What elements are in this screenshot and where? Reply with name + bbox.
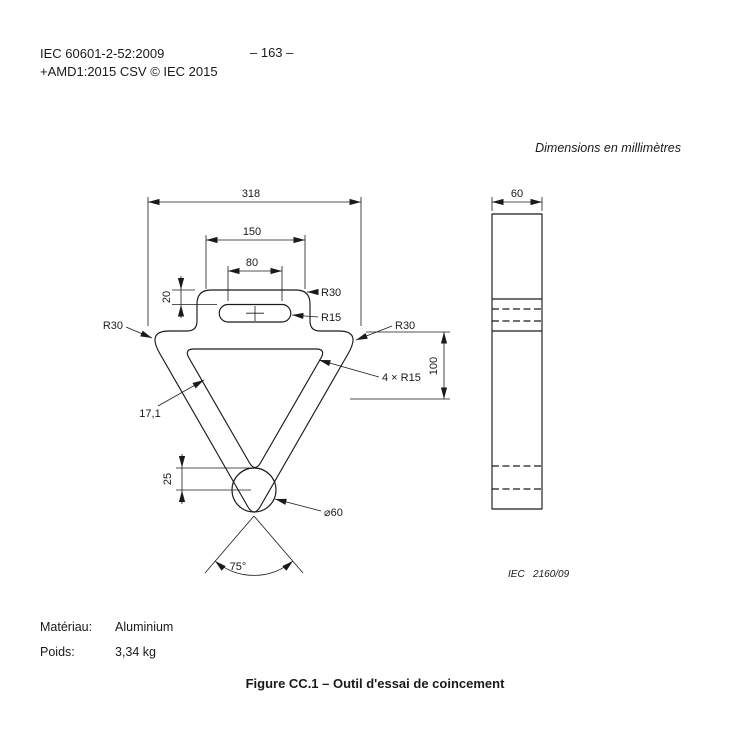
dim-handle-outer-label: 150 bbox=[243, 226, 261, 238]
doc-reference-line2: +AMD1:2015 CSV © IEC 2015 bbox=[40, 64, 218, 79]
handle-slot bbox=[218, 303, 292, 323]
dim-radius-slot: R15 bbox=[291, 312, 341, 324]
dim-thickness: 60 bbox=[491, 188, 543, 211]
dim-hole-diameter-label: ⌀60 bbox=[324, 507, 343, 519]
side-profile bbox=[491, 213, 543, 510]
dim-inner-fillets: 4 × R15 bbox=[318, 359, 421, 384]
dim-wall-thickness: 17,1 bbox=[139, 379, 205, 420]
dim-tip-offset: 25 bbox=[162, 454, 251, 504]
dim-slot-offset: 20 bbox=[161, 276, 217, 318]
dim-inner-fillets-label: 4 × R15 bbox=[382, 372, 421, 384]
material-value: Aluminium bbox=[115, 620, 174, 634]
slot-center-mark bbox=[246, 306, 264, 321]
dim-slot-offset-label: 20 bbox=[161, 291, 173, 303]
side-view bbox=[491, 213, 543, 510]
page-number: – 163 – bbox=[250, 45, 294, 60]
dim-tip-offset-label: 25 bbox=[162, 473, 174, 485]
dim-handle-outer: 150 bbox=[205, 226, 306, 289]
material-label: Matériau: bbox=[40, 620, 93, 634]
inner-cutout bbox=[186, 348, 324, 469]
dim-height-label: 100 bbox=[428, 357, 440, 375]
dim-overall-width-label: 318 bbox=[242, 188, 260, 200]
front-view bbox=[154, 289, 354, 513]
dim-radius-right-label: R30 bbox=[395, 320, 415, 332]
outer-contour bbox=[154, 289, 354, 513]
weight-value: 3,34 kg bbox=[115, 645, 157, 659]
dim-overall-width: 318 bbox=[147, 188, 362, 326]
dim-wall-thickness-label: 17,1 bbox=[139, 408, 160, 420]
dim-hole-diameter: ⌀60 bbox=[274, 498, 343, 519]
dim-thickness-label: 60 bbox=[511, 188, 523, 200]
dim-wedge-angle-label: 75° bbox=[230, 561, 247, 573]
dim-radius-left-label: R30 bbox=[103, 320, 123, 332]
dim-radius-slot-label: R15 bbox=[321, 312, 341, 324]
weight-label: Poids: bbox=[40, 645, 75, 659]
dim-handle-inner: 80 bbox=[227, 257, 283, 301]
weight-row: Poids: 3,34 kg bbox=[40, 645, 173, 659]
doc-reference-line1: IEC 60601-2-52:2009 bbox=[40, 46, 165, 61]
document-header: IEC 60601-2-52:2009 +AMD1:2015 CSV © IEC… bbox=[40, 45, 218, 81]
plate-number: IEC 2160/09 bbox=[508, 569, 570, 580]
dim-radius-right: R30 bbox=[355, 320, 415, 341]
dim-handle-inner-label: 80 bbox=[246, 257, 258, 269]
dim-radius-left: R30 bbox=[103, 320, 153, 339]
figure-caption: Figure CC.1 – Outil d'essai de coincemen… bbox=[245, 676, 505, 691]
dim-wedge-angle: 75° bbox=[204, 515, 304, 576]
specs-block: Matériau: Aluminium Poids: 3,34 kg bbox=[40, 620, 173, 670]
dim-radius-tab-label: R30 bbox=[321, 287, 341, 299]
dim-radius-tab: R30 bbox=[307, 287, 341, 299]
units-note: Dimensions en millimètres bbox=[535, 141, 681, 155]
material-row: Matériau: Aluminium bbox=[40, 620, 173, 634]
dim-height: 100 bbox=[350, 331, 450, 400]
